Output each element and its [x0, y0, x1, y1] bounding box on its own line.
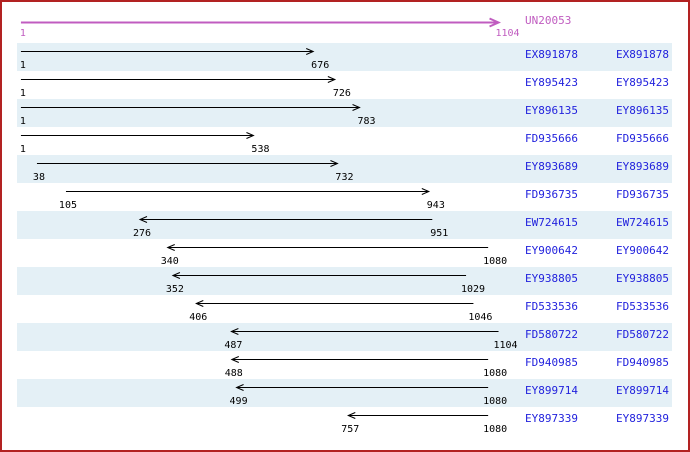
est-accession-link-left[interactable]: EY893689	[525, 160, 578, 173]
est-accession-link-right[interactable]: EX891878	[616, 48, 669, 61]
alignment-row: 276 951 EW724615 EW724615	[2, 211, 688, 239]
row-stripe	[17, 155, 672, 183]
alignment-row: 105 943 FD936735 FD936735	[2, 183, 688, 211]
est-start-coordinate: 757	[341, 424, 360, 435]
alignment-row: 1 783 EY896135 EY896135	[2, 99, 688, 127]
est-accession-link-right[interactable]: FD940985	[616, 356, 669, 369]
reference-end-coordinate: 1104	[495, 28, 520, 39]
est-start-coordinate: 1	[19, 88, 26, 99]
est-start-coordinate: 340	[160, 256, 179, 267]
row-stripe	[17, 323, 672, 351]
est-end-coordinate: 1080	[483, 396, 508, 407]
row-stripe	[17, 267, 672, 295]
row-stripe	[17, 379, 672, 407]
est-arrow	[166, 244, 489, 251]
est-accession-link-left[interactable]: EX891878	[525, 48, 578, 61]
alignment-row: 1 676 EX891878 EX891878	[2, 43, 688, 71]
est-accession-link-left[interactable]: FD533536	[525, 300, 578, 313]
est-start-coordinate: 105	[58, 200, 77, 211]
alignment-row: 340 1080 EY900642 EY900642	[2, 239, 688, 267]
est-start-coordinate: 1	[19, 60, 26, 71]
est-accession-link-left[interactable]: FD936735	[525, 188, 578, 201]
est-start-coordinate: 499	[229, 396, 248, 407]
est-start-coordinate: 276	[132, 228, 152, 239]
est-accession-link-right[interactable]: EY938805	[616, 272, 669, 285]
est-start-coordinate: 1	[19, 144, 26, 155]
alignment-row: 38 732 EY893689 EY893689	[2, 155, 688, 183]
est-accession-link-right[interactable]: EY900642	[616, 244, 669, 257]
est-end-coordinate: 538	[251, 144, 270, 155]
est-end-coordinate: 951	[430, 228, 449, 239]
est-end-coordinate: 1080	[483, 424, 508, 435]
est-accession-link-right[interactable]: FD935666	[616, 132, 669, 145]
est-accession-link-left[interactable]: EY897339	[525, 412, 578, 425]
est-accession-link-right[interactable]: EY895423	[616, 76, 669, 89]
row-stripe	[17, 43, 672, 71]
est-accession-link-right[interactable]: EW724615	[616, 216, 669, 229]
est-accession-link-right[interactable]: EY896135	[616, 104, 669, 117]
est-accession-link-right[interactable]: FD580722	[616, 328, 669, 341]
alignment-row: 1 726 EY895423 EY895423	[2, 71, 688, 99]
est-arrow	[235, 384, 489, 391]
alignment-row: 352 1029 EY938805 EY938805	[2, 267, 688, 295]
est-arrow	[230, 356, 489, 363]
est-end-coordinate: 783	[357, 116, 376, 127]
reference-arrow	[20, 17, 501, 28]
est-arrow	[20, 132, 255, 139]
est-accession-link-left[interactable]: EY895423	[525, 76, 578, 89]
est-accession-link-left[interactable]: EW724615	[525, 216, 578, 229]
row-stripe	[17, 99, 672, 127]
alignment-row: 1 538 FD935666 FD935666	[2, 127, 688, 155]
est-arrow	[20, 76, 337, 83]
est-end-coordinate: 676	[311, 60, 330, 71]
est-arrow	[230, 328, 499, 335]
est-arrow	[138, 216, 433, 223]
est-end-coordinate: 1029	[461, 284, 486, 295]
est-accession-link-right[interactable]: FD533536	[616, 300, 669, 313]
alignment-row: 499 1080 EY899714 EY899714	[2, 379, 688, 407]
est-start-coordinate: 1	[19, 116, 26, 127]
est-accession-link-right[interactable]: EY899714	[616, 384, 669, 397]
est-accession-link-right[interactable]: FD936735	[616, 188, 669, 201]
est-accession-link-left[interactable]: FD580722	[525, 328, 578, 341]
alignment-row: 406 1046 FD533536 FD533536	[2, 295, 688, 323]
est-end-coordinate: 943	[426, 200, 445, 211]
est-accession-link-left[interactable]: EY896135	[525, 104, 578, 117]
est-start-coordinate: 352	[165, 284, 184, 295]
est-arrow	[36, 160, 339, 167]
est-accession-link-right[interactable]: EY893689	[616, 160, 669, 173]
row-stripe	[17, 211, 672, 239]
est-start-coordinate: 488	[224, 368, 243, 379]
est-arrow	[195, 300, 474, 307]
est-arrow	[20, 48, 315, 55]
est-end-coordinate: 1080	[483, 256, 508, 267]
est-accession-link-left[interactable]: FD935666	[525, 132, 578, 145]
est-start-coordinate: 406	[189, 312, 208, 323]
est-accession-link-right[interactable]: EY897339	[616, 412, 669, 425]
est-accession-link-left[interactable]: EY938805	[525, 272, 578, 285]
est-arrow	[171, 272, 467, 279]
est-end-coordinate: 726	[332, 88, 351, 99]
est-accession-link-left[interactable]: FD940985	[525, 356, 578, 369]
alignment-row: 487 1104 FD580722 FD580722	[2, 323, 688, 351]
est-end-coordinate: 1046	[468, 312, 493, 323]
est-start-coordinate: 38	[32, 172, 45, 183]
est-accession-link-left[interactable]: EY899714	[525, 384, 578, 397]
est-end-coordinate: 1104	[493, 340, 518, 351]
est-arrow	[20, 104, 361, 111]
est-arrow	[347, 412, 489, 419]
est-end-coordinate: 1080	[483, 368, 508, 379]
est-arrow	[65, 188, 431, 195]
alignment-row: 757 1080 EY897339 EY897339	[2, 407, 688, 435]
est-end-coordinate: 732	[335, 172, 354, 183]
alignment-row: 488 1080 FD940985 FD940985	[2, 351, 688, 379]
reference-row: UN20053 1 1104	[2, 2, 688, 43]
est-start-coordinate: 487	[224, 340, 243, 351]
reference-start-coordinate: 1	[19, 28, 26, 39]
reference-accession-link[interactable]: UN20053	[525, 14, 572, 27]
est-accession-link-left[interactable]: EY900642	[525, 244, 578, 257]
